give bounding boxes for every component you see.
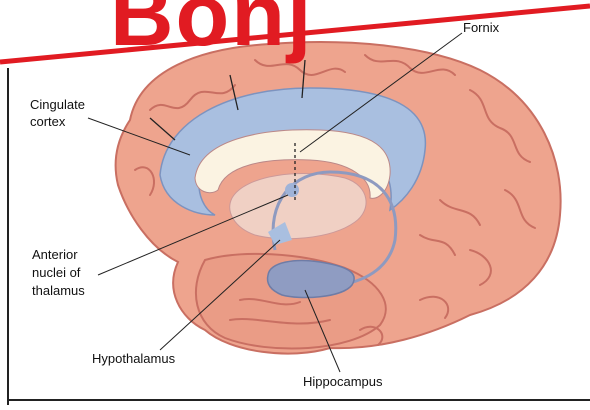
label-fornix: Fornix bbox=[463, 20, 499, 36]
label-cingulate-line1: Cingulate bbox=[30, 97, 85, 113]
label-hypothalamus: Hypothalamus bbox=[92, 351, 175, 367]
label-anterior-line1: Anterior bbox=[32, 247, 78, 263]
label-cingulate-line2: cortex bbox=[30, 114, 65, 130]
label-anterior-line3: thalamus bbox=[32, 283, 85, 299]
banner-title: Bonj bbox=[110, 0, 314, 66]
label-anterior-line2: nuclei of bbox=[32, 265, 80, 281]
label-hippocampus: Hippocampus bbox=[303, 374, 383, 390]
